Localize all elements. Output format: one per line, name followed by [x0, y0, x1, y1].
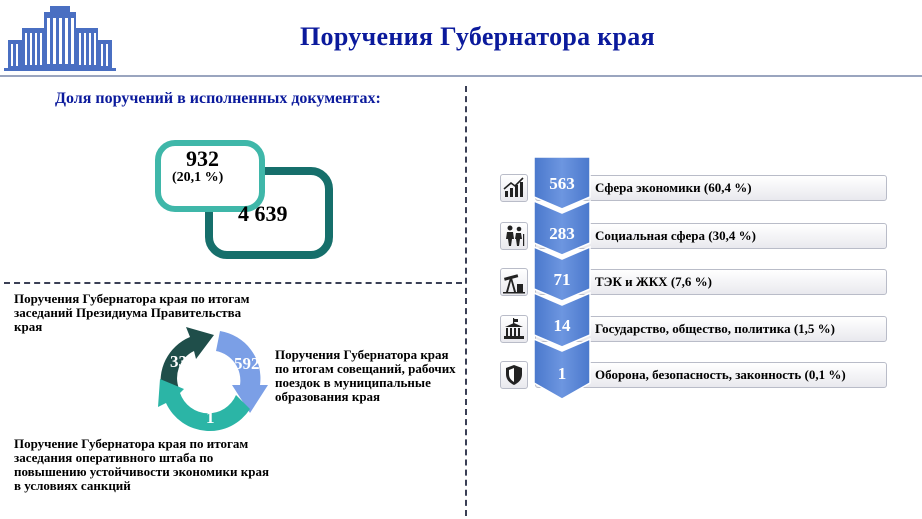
source-label-meetings: Поручения Губернатора края по итогам сов… — [275, 347, 456, 404]
cycle-value-staff: 1 — [206, 408, 215, 427]
shield-icon — [500, 361, 528, 389]
sphere-bar — [535, 223, 887, 249]
cycle-value-meetings: 592 — [234, 354, 260, 373]
source-label-presidium: Поручения Губернатора края по итогам зас… — [14, 291, 250, 334]
elderly-people-icon — [500, 222, 528, 250]
left-section-divider — [4, 282, 462, 284]
part-frame — [155, 140, 265, 212]
total-value: 4 639 — [238, 201, 288, 226]
chevron-economy — [533, 157, 591, 210]
sphere-value-social: 283 — [549, 224, 575, 243]
chevron-energy — [533, 245, 591, 302]
sphere-bar — [535, 316, 887, 342]
sphere-value-economy: 563 — [549, 174, 575, 193]
page-title: Поручения Губернатора края — [300, 22, 655, 51]
cycle-segment-presidium — [160, 327, 214, 393]
sphere-value-energy: 71 — [554, 270, 571, 289]
government-building-icon — [500, 315, 528, 343]
sources-cycle-diagram: 339 592 1 — [150, 323, 270, 440]
sphere-value-state: 14 — [554, 316, 572, 335]
chevron-defense — [533, 337, 591, 400]
sphere-bar — [535, 175, 887, 201]
sphere-label: Социальная сфера (30,4 %) — [595, 228, 756, 243]
part-percent: (20,1 %) — [172, 170, 224, 185]
sphere-label: Сфера экономики (60,4 %) — [595, 180, 752, 195]
sphere-chevron-column: 563 283 71 14 1 — [533, 157, 591, 400]
sphere-label: Государство, общество, политика (1,5 %) — [595, 321, 835, 336]
cycle-segment-staff — [158, 379, 250, 432]
chevron-state — [533, 291, 591, 348]
sphere-bar — [535, 269, 887, 295]
cycle-segment-meetings — [216, 331, 268, 413]
share-title: Доля поручений в исполненных документах: — [55, 90, 381, 107]
sphere-value-defense: 1 — [558, 364, 567, 383]
header-divider — [0, 75, 922, 77]
logo-building-icon — [4, 6, 116, 77]
total-frame — [205, 167, 333, 259]
chevron-social — [533, 199, 591, 256]
sphere-bar — [535, 362, 887, 388]
growth-chart-icon — [500, 174, 528, 202]
source-label-staff: Поручение Губернатора края по итогам зас… — [14, 436, 269, 493]
cycle-value-presidium: 339 — [170, 352, 196, 371]
sphere-label: ТЭК и ЖКХ (7,6 %) — [595, 274, 712, 289]
oil-pump-icon — [500, 268, 528, 296]
sphere-label: Оборона, безопасность, законность (0,1 %… — [595, 367, 846, 382]
part-value: 932 — [186, 146, 219, 171]
vertical-divider — [465, 86, 467, 516]
